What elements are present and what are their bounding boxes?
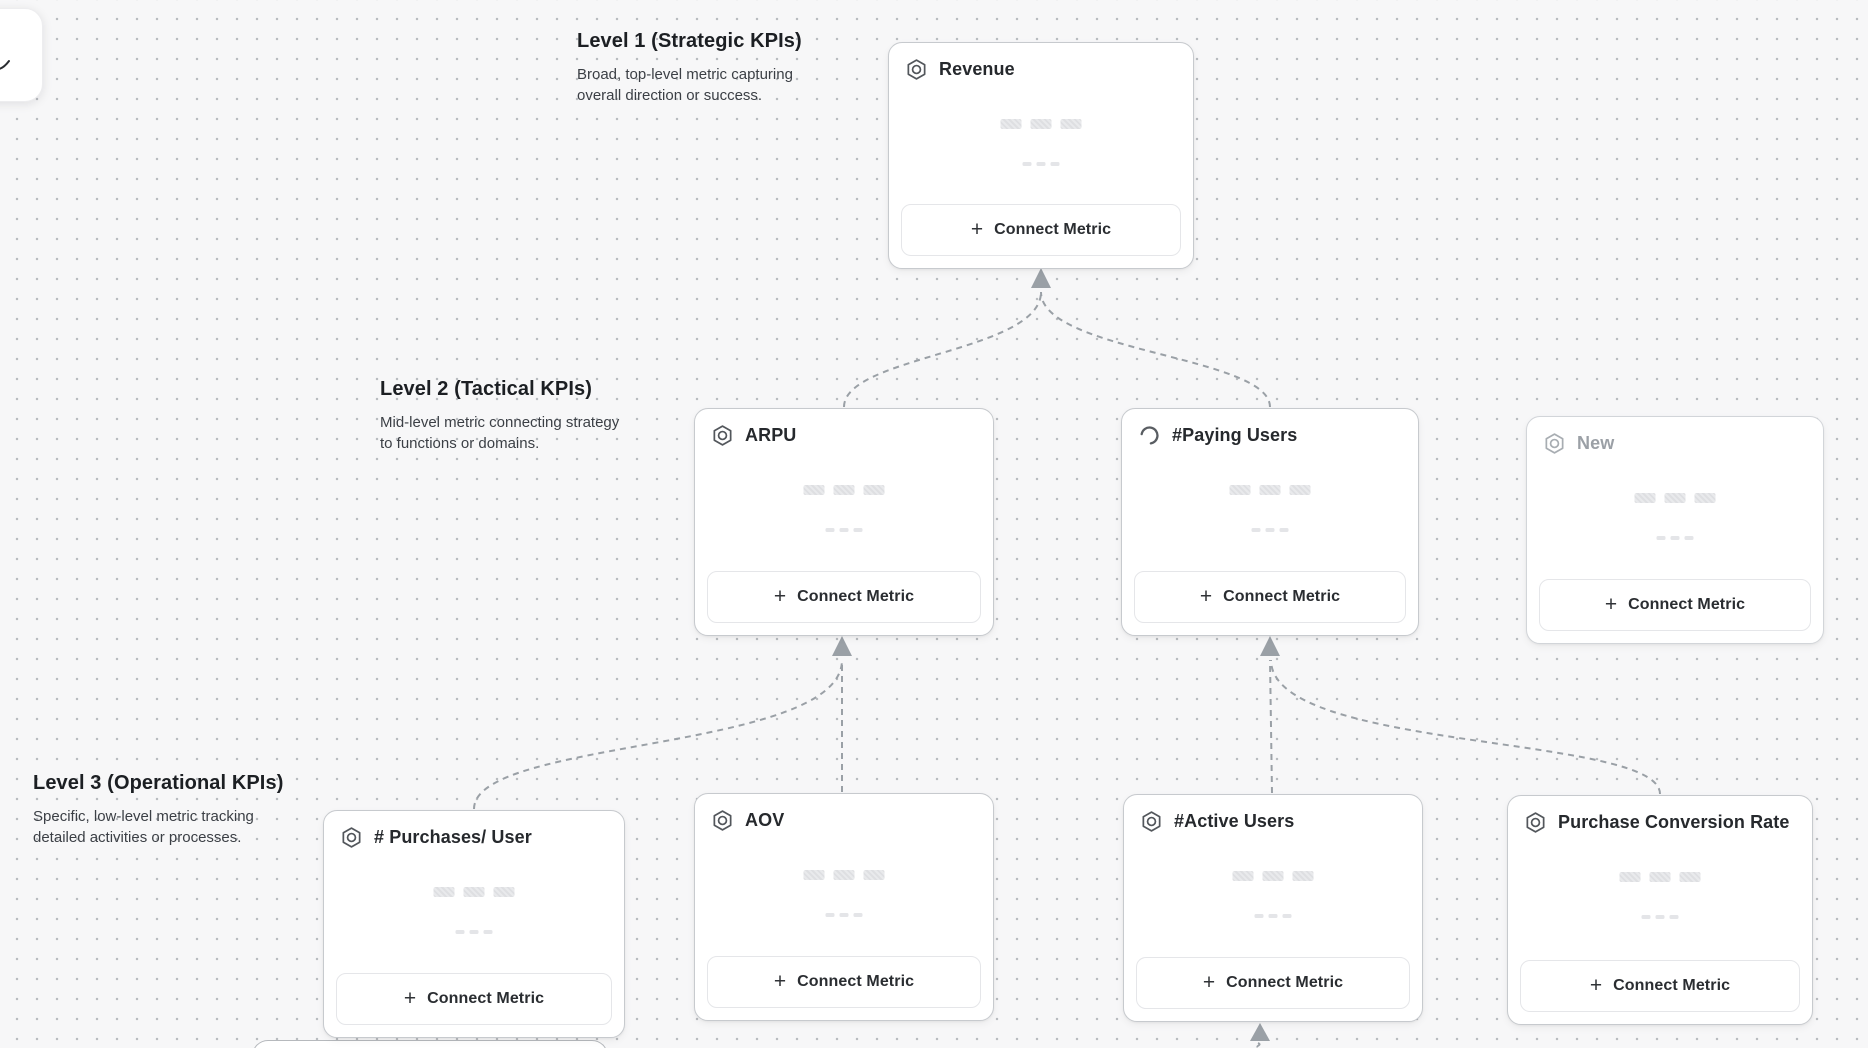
skeleton-placeholder — [433, 887, 515, 897]
skeleton-placeholder — [1634, 493, 1716, 503]
metric-card-new[interactable]: New + Connect Metric — [1526, 416, 1824, 644]
card-title: New — [1577, 433, 1615, 453]
plus-icon: + — [970, 217, 984, 241]
metric-hexagon-icon — [711, 809, 734, 832]
metric-card-purchases-per-user[interactable]: # Purchases/ User + Connect Metric — [323, 810, 625, 1038]
metric-hexagon-icon — [1543, 432, 1566, 455]
arrowhead-active — [1250, 1023, 1270, 1041]
skeleton-placeholder — [1619, 872, 1701, 882]
connect-metric-button[interactable]: + Connect Metric — [1134, 571, 1406, 623]
plus-icon: + — [1199, 584, 1213, 608]
metric-card-paying-users[interactable]: #Paying Users + Connect Metric — [1121, 408, 1419, 636]
plus-icon: + — [1589, 973, 1603, 997]
level-3-annotation: Level 3 (Operational KPIs) Specific, low… — [33, 772, 291, 848]
connect-metric-button[interactable]: + Connect Metric — [901, 204, 1181, 256]
card-title: Purchase Conversion Rate — [1558, 812, 1790, 832]
connect-metric-button[interactable]: + Connect Metric — [707, 571, 981, 623]
skeleton-placeholder — [1232, 871, 1314, 881]
connect-metric-label: Connect Metric — [1613, 977, 1731, 994]
metric-card-partial[interactable] — [252, 1040, 608, 1048]
card-title: #Active Users — [1174, 811, 1295, 831]
skeleton-placeholder — [803, 485, 885, 495]
metric-card-revenue[interactable]: Revenue + Connect Metric — [888, 42, 1194, 269]
connector-pcr-paying — [1270, 659, 1661, 795]
skeleton-placeholder — [825, 913, 863, 917]
arrowhead-revenue — [1031, 268, 1051, 288]
connect-metric-button[interactable]: + Connect Metric — [336, 973, 612, 1025]
metric-card-arpu[interactable]: ARPU + Connect Metric — [694, 408, 994, 636]
skeleton-placeholder — [1656, 536, 1694, 540]
metric-hexagon-icon — [340, 826, 363, 849]
skeleton-placeholder — [455, 930, 493, 934]
card-header: Revenue — [905, 58, 1015, 81]
plus-icon: + — [773, 969, 787, 993]
skeleton-placeholder — [1022, 162, 1060, 166]
metric-card-purchase-conversion-rate[interactable]: Purchase Conversion Rate + Connect Metri… — [1507, 795, 1813, 1025]
metric-hexagon-icon — [711, 424, 734, 447]
metric-hexagon-icon — [1524, 811, 1547, 834]
plus-icon: + — [403, 986, 417, 1010]
connect-metric-label: Connect Metric — [797, 588, 915, 605]
plus-icon: + — [773, 584, 787, 608]
connect-metric-label: Connect Metric — [994, 221, 1112, 238]
card-header: #Active Users — [1140, 810, 1294, 833]
metric-hexagon-icon — [1140, 810, 1163, 833]
level-1-description: Broad, top-level metric capturing overal… — [577, 66, 793, 104]
connect-metric-button[interactable]: + Connect Metric — [707, 956, 981, 1008]
connect-metric-label: Connect Metric — [1226, 974, 1344, 991]
plus-icon: + — [1604, 592, 1618, 616]
connect-metric-label: Connect Metric — [427, 990, 545, 1007]
card-header: Purchase Conversion Rate — [1524, 811, 1789, 834]
level-3-title: Level 3 (Operational KPIs) — [33, 772, 284, 794]
connector-active-paying — [1269, 659, 1273, 794]
card-header: ARPU — [711, 424, 796, 447]
card-title: Revenue — [939, 59, 1015, 79]
card-header: # Purchases/ User — [340, 826, 532, 849]
cursor-icon — [0, 60, 10, 70]
plus-icon: + — [1202, 970, 1216, 994]
skeleton-placeholder — [803, 870, 885, 880]
connect-metric-button[interactable]: + Connect Metric — [1539, 579, 1811, 631]
skeleton-placeholder — [1000, 119, 1082, 129]
floating-toolbar-panel[interactable] — [0, 8, 43, 102]
skeleton-placeholder — [1641, 915, 1679, 919]
level-3-description: Specific, low-level metric tracking deta… — [33, 808, 254, 846]
card-title: #Paying Users — [1172, 425, 1298, 445]
skeleton-placeholder — [1251, 528, 1289, 532]
metric-hexagon-icon — [905, 58, 928, 81]
level-1-annotation: Level 1 (Strategic KPIs) Broad, top-leve… — [577, 30, 829, 106]
arrowhead-arpu — [832, 636, 852, 656]
spinner-icon — [1138, 424, 1161, 447]
skeleton-placeholder — [825, 528, 863, 532]
level-1-title: Level 1 (Strategic KPIs) — [577, 30, 802, 52]
card-header: #Paying Users — [1138, 424, 1297, 447]
connector-arpu-revenue — [843, 291, 1042, 408]
connect-metric-label: Connect Metric — [1223, 588, 1341, 605]
connect-metric-button[interactable]: + Connect Metric — [1520, 960, 1800, 1012]
level-2-annotation: Level 2 (Tactical KPIs) Mid-level metric… — [380, 378, 620, 454]
connect-metric-label: Connect Metric — [797, 973, 915, 990]
connector-purchases-arpu — [473, 659, 843, 810]
level-2-description: Mid-level metric connecting strategy to … — [380, 414, 620, 452]
arrowhead-paying — [1260, 636, 1280, 656]
card-title: ARPU — [745, 425, 797, 445]
connector-below-active — [1256, 1042, 1261, 1048]
skeleton-placeholder — [1254, 914, 1292, 918]
connect-metric-label: Connect Metric — [1628, 596, 1746, 613]
card-title: # Purchases/ User — [374, 827, 532, 847]
metric-card-aov[interactable]: AOV + Connect Metric — [694, 793, 994, 1021]
card-header: New — [1543, 432, 1614, 455]
card-title: AOV — [745, 810, 785, 830]
metric-card-active-users[interactable]: #Active Users + Connect Metric — [1123, 794, 1423, 1022]
level-2-title: Level 2 (Tactical KPIs) — [380, 378, 593, 400]
card-header: AOV — [711, 809, 784, 832]
connect-metric-button[interactable]: + Connect Metric — [1136, 957, 1410, 1009]
connector-paying-revenue — [1040, 291, 1271, 408]
skeleton-placeholder — [1229, 485, 1311, 495]
